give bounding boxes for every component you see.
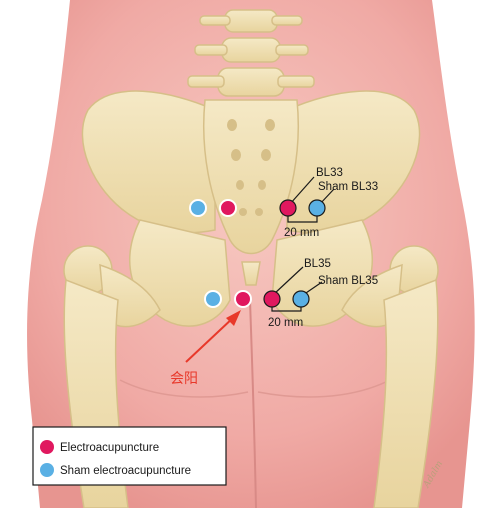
electro-point-huiyang [234,290,252,308]
lumbar-vertebrae [187,9,315,97]
sham-point-left-upper [189,199,207,217]
electro-point-bl33 [279,199,297,217]
sham-point-left-lower [204,290,222,308]
legend: Electroacupuncture Sham electroacupunctu… [32,426,227,486]
label-bl35: BL35 [304,258,331,270]
label-bl33: BL33 [316,167,343,179]
legend-sham-marker [40,463,54,477]
acupoints [189,199,326,308]
sham-point-bl35 [292,290,310,308]
huiyang-arrow [185,310,241,363]
legend-electro-marker [40,440,54,454]
legend-electro-label: Electroacupuncture [60,442,159,454]
legend-sham-label: Sham electroacupuncture [60,465,191,477]
label-huiyang: 会阳 [170,371,198,387]
label-distance-bottom: 20 mm [268,317,303,329]
label-sham-bl33: Sham BL33 [318,181,378,193]
sham-point-bl33 [308,199,326,217]
label-sham-bl35: Sham BL35 [318,275,378,287]
distance-bracket-bl33 [287,214,318,223]
electro-point-left-upper [219,199,237,217]
electro-point-bl35 [263,290,281,308]
label-distance-top: 20 mm [284,227,319,239]
